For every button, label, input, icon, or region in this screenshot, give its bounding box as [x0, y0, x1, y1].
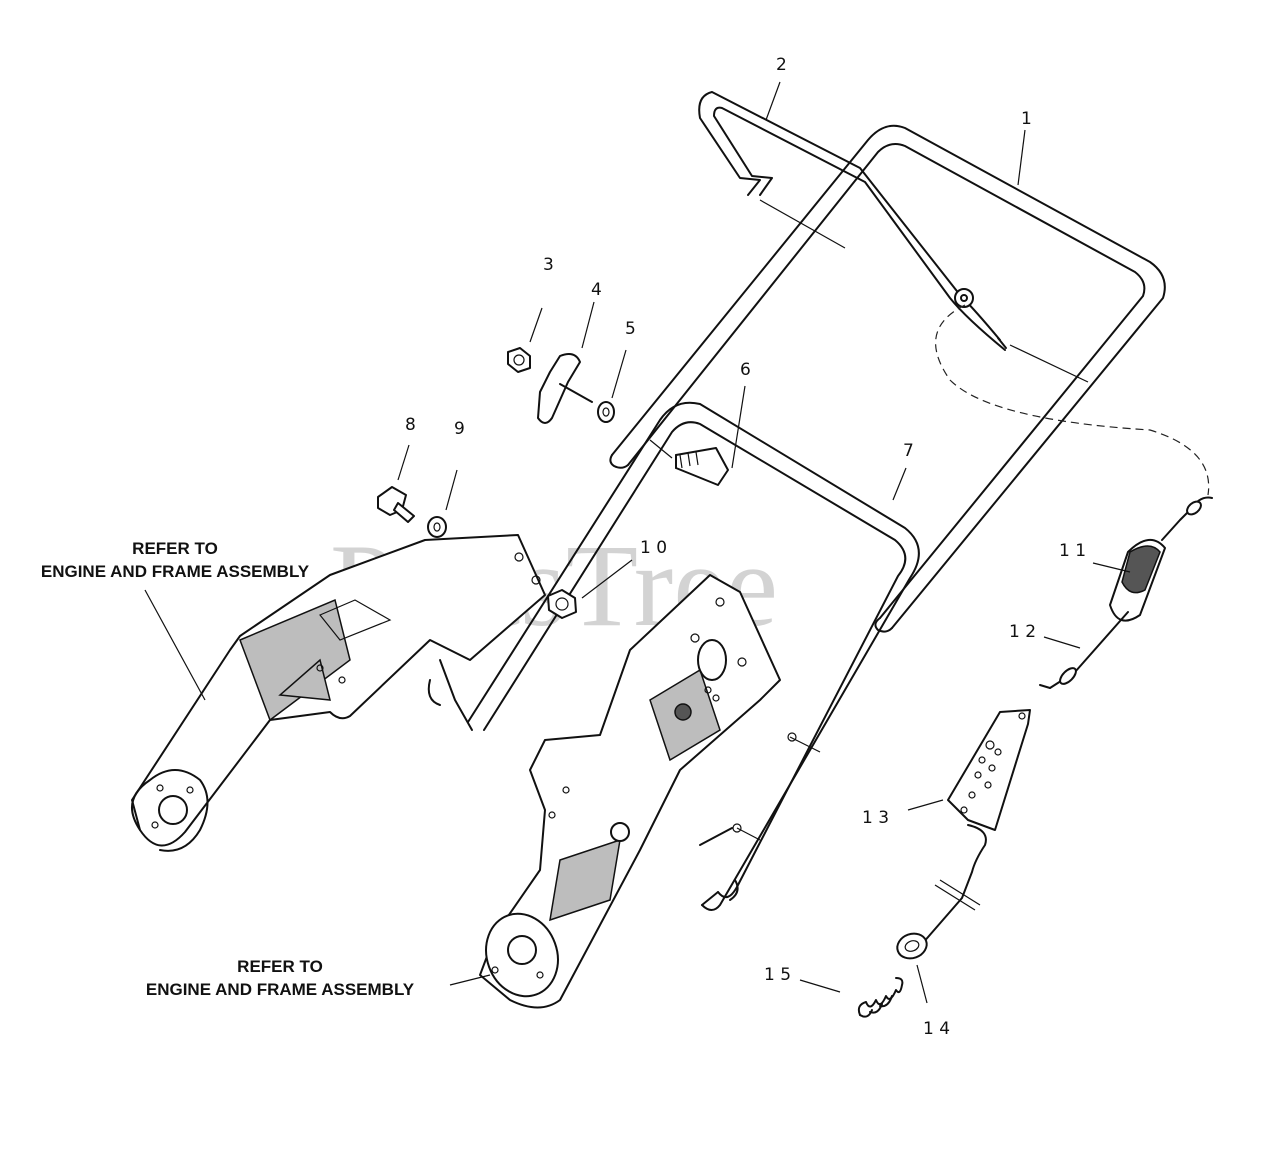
- cable-grip-11[interactable]: [1109, 496, 1213, 622]
- note-right-line1: REFER TO: [237, 957, 323, 976]
- leader-lines: [144, 81, 1131, 1004]
- note-left-line2: ENGINE AND FRAME ASSEMBLY: [41, 562, 310, 581]
- nut-10[interactable]: [547, 589, 577, 619]
- upper-handle[interactable]: [609, 124, 1166, 633]
- note-right-line2: ENGINE AND FRAME ASSEMBLY: [146, 980, 415, 999]
- callout-8: 8: [405, 415, 416, 435]
- right-frame-bracket: [479, 574, 781, 1009]
- callout-5: 5: [625, 319, 636, 339]
- eye-link-14[interactable]: [894, 824, 987, 962]
- callout-1: 1: [1021, 109, 1032, 129]
- washer-9[interactable]: [427, 516, 447, 538]
- callout-10: 1 0: [640, 538, 667, 558]
- nut-3[interactable]: [507, 347, 531, 373]
- lower-handle[interactable]: [467, 401, 920, 911]
- note-left-line1: REFER TO: [132, 539, 218, 558]
- bolt-6[interactable]: [649, 439, 729, 486]
- washer-5[interactable]: [597, 401, 615, 423]
- callout-11: 1 1: [1059, 541, 1086, 561]
- callout-6: 6: [740, 360, 751, 380]
- callout-4: 4: [591, 280, 602, 300]
- callout-13: 1 3: [862, 808, 889, 828]
- spring-15[interactable]: [857, 977, 904, 1018]
- cable-12[interactable]: [1039, 611, 1129, 689]
- callout-15: 1 5: [764, 965, 791, 985]
- callout-2: 2: [776, 55, 787, 75]
- callout-3: 3: [543, 255, 554, 275]
- left-frame-bracket: [131, 534, 546, 852]
- callout-9: 9: [454, 419, 465, 439]
- callout-12: 1 2: [1009, 622, 1036, 642]
- bolt-8[interactable]: [377, 486, 415, 523]
- callout-14: 1 4: [923, 1019, 950, 1039]
- callout-7: 7: [903, 441, 914, 461]
- bracket-plate-13[interactable]: [947, 709, 1031, 831]
- cable-route: [935, 304, 1210, 496]
- control-bail[interactable]: [698, 91, 1007, 351]
- knob-4[interactable]: [537, 353, 593, 424]
